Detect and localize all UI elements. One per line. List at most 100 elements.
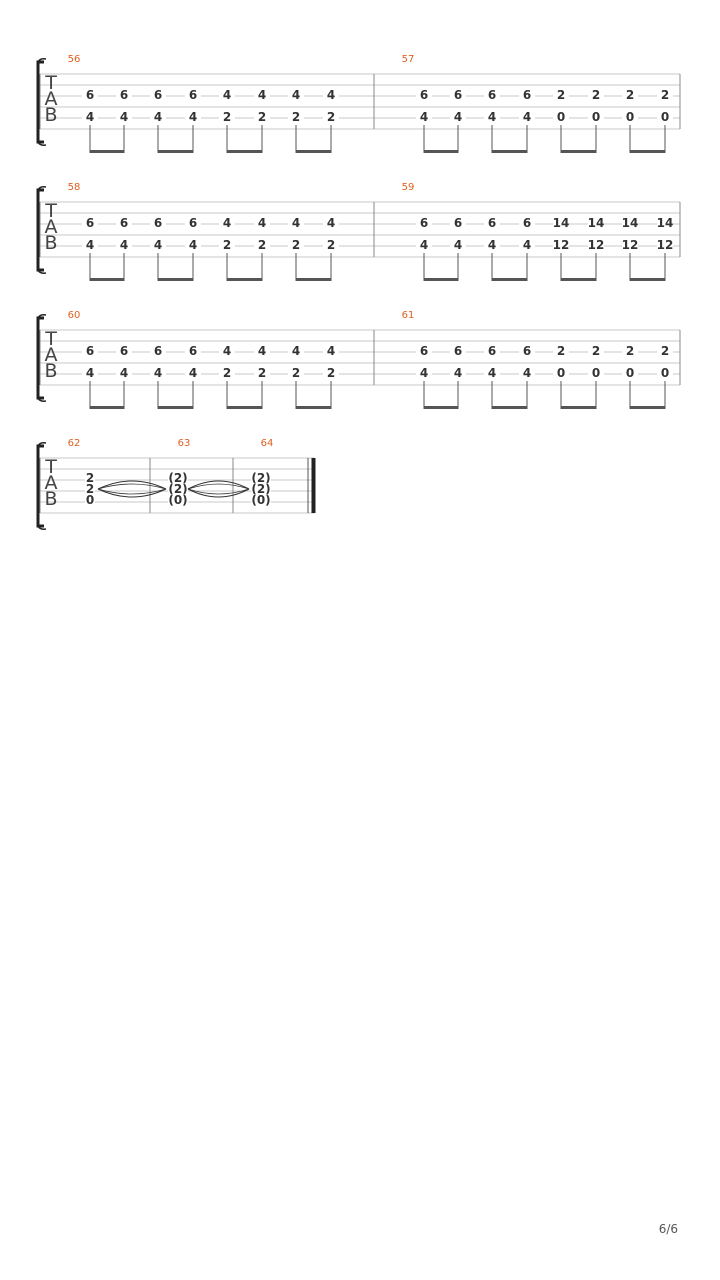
- fret-number: 4: [154, 238, 162, 252]
- fret-bg: [288, 89, 304, 101]
- fret-bg: [288, 345, 304, 357]
- bracket-hook-bottom: [37, 397, 47, 402]
- fret-bg: [150, 367, 166, 379]
- fret-bg: [519, 239, 535, 251]
- system-bracket: [36, 188, 44, 272]
- fret-bg: [416, 345, 432, 357]
- fret-bg: [484, 367, 500, 379]
- fret-number: 2: [327, 238, 335, 252]
- tab-system: TAB5864646464424242425964646464141214121…: [36, 182, 681, 281]
- fret-number: 4: [120, 366, 128, 380]
- fret-bg: [116, 89, 132, 101]
- system-bracket: [36, 60, 44, 144]
- fret-number: 4: [454, 366, 462, 380]
- fret-bg: [416, 111, 432, 123]
- bracket-hook-bottom: [37, 525, 47, 530]
- fret-bg: [254, 217, 270, 229]
- fret-bg: [553, 217, 569, 229]
- fret-bg: [622, 239, 638, 251]
- fret-bg: [416, 217, 432, 229]
- fret-bg: [82, 217, 98, 229]
- fret-bg: [219, 217, 235, 229]
- fret-number: 4: [189, 238, 197, 252]
- fret-bg: [219, 111, 235, 123]
- fret-number: 2: [661, 344, 669, 358]
- measure-number: 60: [68, 310, 81, 321]
- fret-bg: [150, 217, 166, 229]
- fret-number: 2: [258, 238, 266, 252]
- fret-bg: [622, 367, 638, 379]
- fret-bg: [416, 239, 432, 251]
- fret-bg: [168, 483, 188, 494]
- tie: [97, 488, 167, 498]
- fret-bg: [185, 239, 201, 251]
- fret-number: 14: [553, 216, 570, 230]
- fret-bg: [553, 239, 569, 251]
- fret-number: 4: [258, 216, 266, 230]
- fret-bg: [553, 367, 569, 379]
- fret-number: 0: [557, 110, 565, 124]
- fret-number: 0: [626, 110, 634, 124]
- fret-bg: [168, 494, 188, 505]
- fret-number: 0: [661, 110, 669, 124]
- fret-number: 4: [292, 88, 300, 102]
- fret-number: 4: [327, 344, 335, 358]
- fret-number: 4: [189, 366, 197, 380]
- fret-number: 6: [189, 216, 197, 230]
- fret-number: 4: [488, 238, 496, 252]
- fret-number: 4: [327, 216, 335, 230]
- fret-bg: [588, 345, 604, 357]
- fret-number: (2): [168, 471, 187, 485]
- fret-bg: [150, 111, 166, 123]
- fret-number: 4: [223, 344, 231, 358]
- fret-bg: [251, 494, 271, 505]
- fret-bg: [323, 367, 339, 379]
- fret-bg: [85, 472, 95, 483]
- fret-number: 6: [120, 216, 128, 230]
- fret-number: 6: [488, 88, 496, 102]
- tab-clef-letter: A: [45, 344, 58, 366]
- fret-number: 4: [523, 238, 531, 252]
- fret-number: 4: [523, 110, 531, 124]
- system-bracket: [36, 444, 44, 528]
- fret-bg: [288, 239, 304, 251]
- fret-number: 4: [258, 344, 266, 358]
- fret-number: 2: [557, 88, 565, 102]
- fret-bg: [588, 111, 604, 123]
- fret-number: 2: [86, 482, 94, 496]
- fret-bg: [219, 89, 235, 101]
- fret-number: 6: [488, 216, 496, 230]
- fret-bg: [116, 217, 132, 229]
- fret-bg: [185, 345, 201, 357]
- fret-bg: [116, 111, 132, 123]
- fret-number: (0): [251, 493, 270, 507]
- fret-bg: [219, 345, 235, 357]
- fret-bg: [254, 345, 270, 357]
- fret-bg: [150, 89, 166, 101]
- fret-bg: [657, 367, 673, 379]
- tab-clef-letter: B: [44, 488, 57, 510]
- fret-number: 2: [223, 366, 231, 380]
- tab-clef-letter: B: [44, 360, 57, 382]
- fret-number: 2: [223, 238, 231, 252]
- fret-number: 2: [258, 110, 266, 124]
- fret-number: 6: [454, 88, 462, 102]
- fret-number: 4: [454, 110, 462, 124]
- fret-number: 2: [292, 238, 300, 252]
- fret-bg: [168, 472, 188, 483]
- fret-number: 6: [154, 88, 162, 102]
- tie: [97, 483, 167, 490]
- fret-number: 6: [454, 216, 462, 230]
- fret-bg: [553, 111, 569, 123]
- fret-bg: [657, 217, 673, 229]
- fret-bg: [484, 239, 500, 251]
- measure-number: 59: [402, 182, 415, 193]
- fret-bg: [185, 367, 201, 379]
- fret-bg: [450, 217, 466, 229]
- fret-number: 6: [154, 344, 162, 358]
- fret-number: 12: [553, 238, 570, 252]
